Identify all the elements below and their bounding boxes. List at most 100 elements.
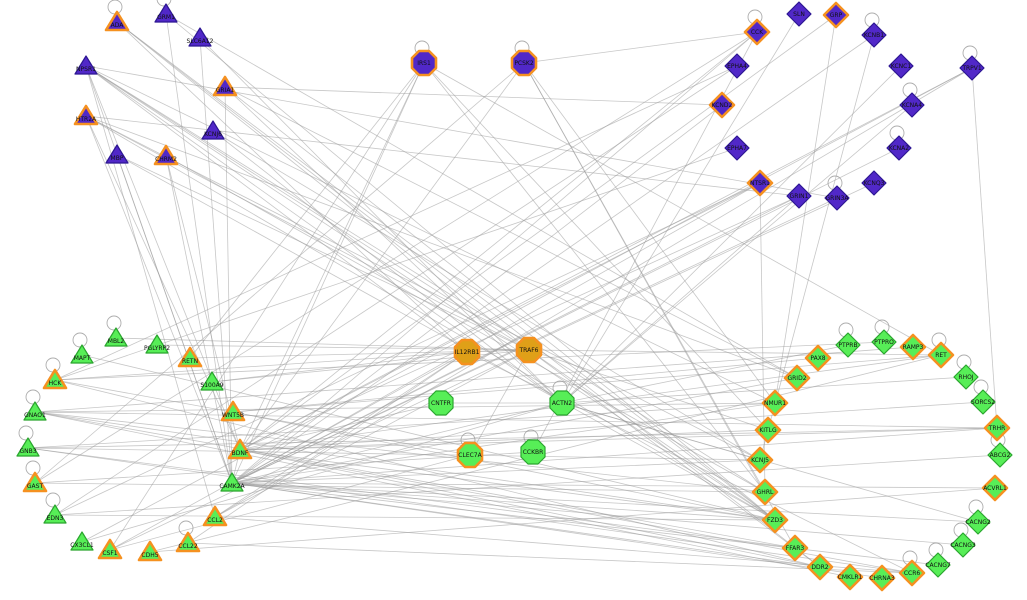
node-PGLYRP2[interactable]: PGLYRP2 [144,334,170,354]
node-CLEC7A[interactable]: CLEC7A [456,441,484,469]
edge [54,379,821,568]
edge [165,13,798,379]
edge [211,351,468,383]
edge [759,182,766,493]
node-CSF1[interactable]: CSF1 [97,538,123,560]
node-IL12RB1[interactable]: IL12RB1 [453,338,481,366]
node-GRIN3A[interactable]: GRIN3A [824,185,850,211]
edge [34,402,776,413]
node-shape [899,333,927,361]
edge [239,427,998,451]
node-NPSR1[interactable]: NPSR1 [74,55,98,75]
node-CACNG2[interactable]: CACNG2 [965,509,991,535]
node-RET[interactable]: RET [927,341,955,369]
node-GRP[interactable]: GRP [822,1,850,29]
node-CNTFR[interactable]: CNTFR [428,390,454,416]
node-EDN3[interactable]: EDN3 [43,504,67,524]
node-GRID2[interactable]: GRID2 [783,364,811,392]
node-MAPT[interactable]: MAPT [70,344,94,364]
self-loop [45,492,61,508]
edge [528,349,769,431]
node-GRIA1[interactable]: GRIA1 [212,75,238,97]
node-shape [105,144,129,164]
node-CACNG7[interactable]: CACNG7 [925,552,951,578]
node-SLN[interactable]: SLN [786,1,812,27]
edge [231,402,563,484]
node-EPHA4[interactable]: EPHA4 [724,53,750,79]
node-shape [925,552,951,578]
node-HTR2A[interactable]: HTR2A [73,104,99,126]
edge [54,65,738,381]
node-GHRL[interactable]: GHRL [751,478,779,506]
node-shape [188,27,212,47]
edge [27,447,913,574]
node-shape [761,506,789,534]
node-ABCG2[interactable]: ABCG2 [987,442,1013,468]
edge [232,411,776,521]
node-shape [708,91,736,119]
node-FFAR3[interactable]: FFAR3 [781,534,809,562]
edge [214,351,468,518]
node-shape [743,18,771,46]
node-shape [145,334,169,354]
edge [165,13,776,521]
node-shape [227,438,253,460]
node-IRS1[interactable]: IRS1 [410,49,438,77]
edge [231,459,761,484]
node-shape [822,1,850,29]
edge [214,67,973,518]
node-CDH5[interactable]: CDH5 [137,540,163,562]
node-TRHR[interactable]: TRHR [983,414,1011,442]
self-loop [25,389,41,405]
node-HCK[interactable]: HCK [42,368,68,390]
node-shape [836,563,864,591]
node-PCSK2[interactable]: PCSK2 [510,49,538,77]
edge [561,376,967,404]
node-ACTN2[interactable]: ACTN2 [549,390,575,416]
node-shape [177,346,203,368]
edge [34,482,766,493]
node-shape [861,170,887,196]
node-GRM1[interactable]: GRM1 [154,3,178,23]
edge [85,65,766,493]
node-KCNJ6[interactable]: KCNJ6 [201,120,225,140]
node-shape [153,144,179,166]
node-RAMP3[interactable]: RAMP3 [899,333,927,361]
node-CCL22[interactable]: CCL22 [175,531,201,553]
edge [27,447,761,461]
node-PTPRO[interactable]: PTPRO [871,329,897,355]
node-CCK[interactable]: CCK [743,18,771,46]
node-CCR6[interactable]: CCR6 [898,559,926,587]
node-MBL2[interactable]: MBL2 [104,327,128,347]
edge [239,354,942,451]
node-CACNG3[interactable]: CACNG3 [950,532,976,558]
node-KCNA2[interactable]: KCNA2 [886,135,912,161]
node-GNB3[interactable]: GNB3 [16,437,40,457]
node-KCNA4[interactable]: KCNA4 [899,92,925,118]
node-GNAO1[interactable]: GNAO1 [23,401,47,421]
edge [528,349,942,356]
node-EPHA7[interactable]: EPHA7 [724,135,750,161]
node-TRPV1[interactable]: TRPV1 [959,55,985,81]
edge [231,31,758,484]
edge [27,447,796,549]
node-GAST[interactable]: GAST [22,471,48,493]
node-SORCS2[interactable]: SORCS2 [970,389,996,415]
node-SLC6A12[interactable]: SLC6A12 [187,27,214,47]
edge [81,402,563,543]
node-KCNQ3[interactable]: KCNQ3 [861,170,887,196]
node-shape [970,389,996,415]
node-shape [761,389,789,417]
edge [239,31,758,451]
node-shape [22,471,48,493]
node-GRIN1[interactable]: GRIN1 [786,183,812,209]
node-CCKBR[interactable]: CCKBR [520,439,546,465]
node-ADA[interactable]: ADA [104,10,130,32]
node-ACVRL1[interactable]: ACVRL1 [981,474,1009,502]
node-CX3CL1[interactable]: CX3CL1 [70,531,94,551]
edge [239,195,800,451]
node-TRAF6[interactable]: TRAF6 [515,336,543,364]
edge [239,449,913,574]
node-KCNB1[interactable]: KCNB1 [861,22,887,48]
